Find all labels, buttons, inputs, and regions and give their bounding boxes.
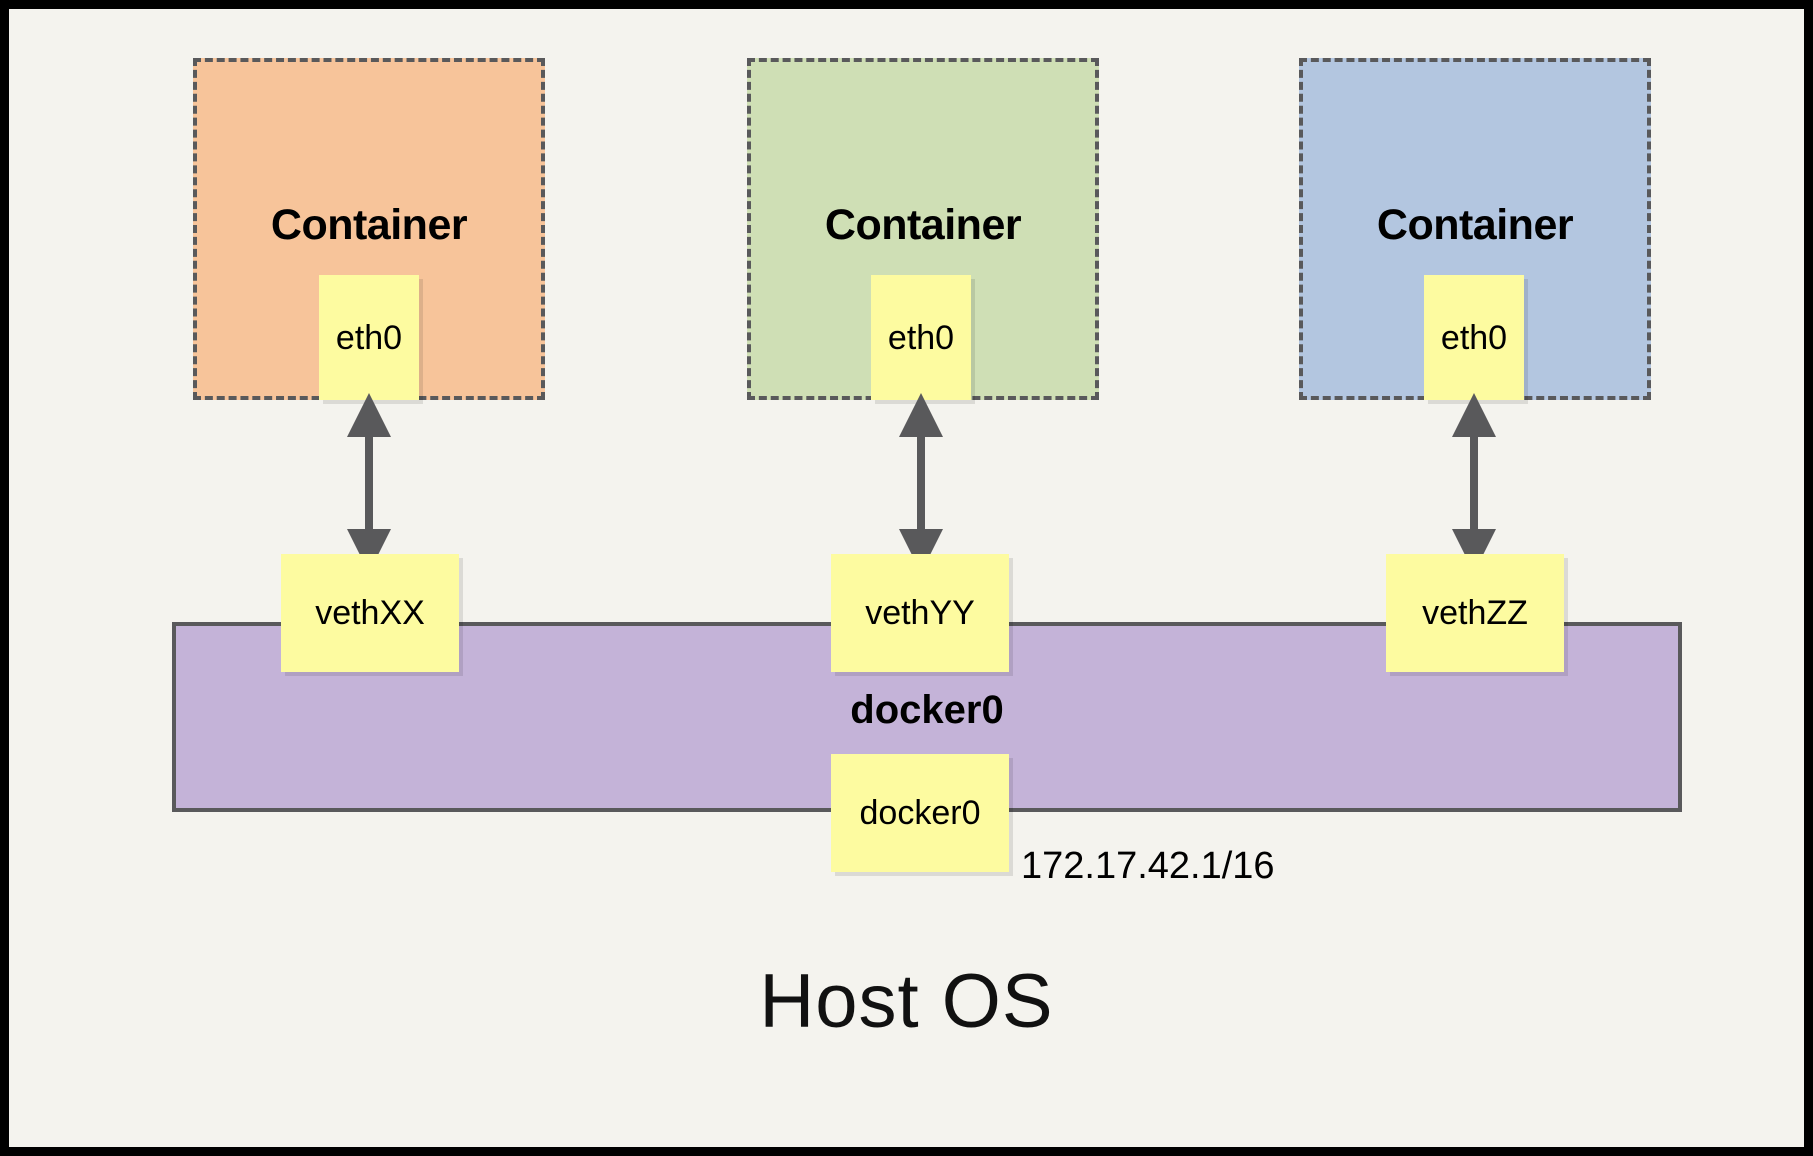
veth-link-arrow-3 <box>1452 393 1496 573</box>
container-eth0-box-3: eth0 <box>1424 275 1524 400</box>
veth-link-arrow-2 <box>899 393 943 573</box>
docker0-bridge-label: docker0 <box>850 688 1004 732</box>
veth-link-arrow-1 <box>347 393 391 573</box>
container-title-2: Container <box>824 201 1022 249</box>
container-title-1: Container <box>270 201 468 249</box>
docker0-ip-address: 172.17.42.1/16 <box>1021 845 1275 887</box>
veth-box-3: vethZZ <box>1386 554 1564 672</box>
host-os-label: Host OS <box>759 959 1054 1044</box>
container-eth0-box-2: eth0 <box>871 275 971 400</box>
container-eth0-box-1: eth0 <box>319 275 419 400</box>
container-title-3: Container <box>1376 201 1574 249</box>
docker0-interface-box: docker0 <box>831 754 1009 872</box>
veth-box-1: vethXX <box>281 554 459 672</box>
veth-box-2: vethYY <box>831 554 1009 672</box>
